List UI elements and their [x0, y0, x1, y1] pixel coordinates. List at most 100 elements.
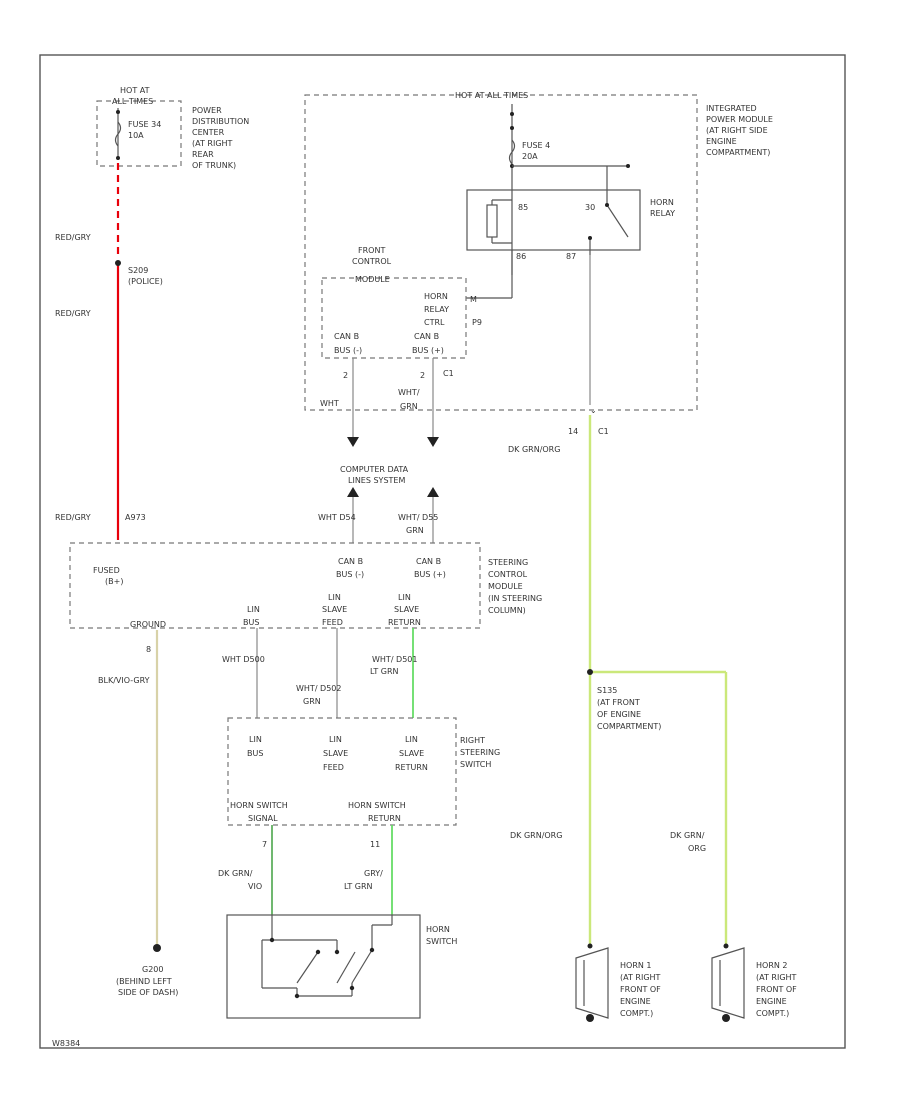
cds-line-2: LINES SYSTEM — [348, 476, 405, 485]
diagram-code: W8384 — [52, 1039, 80, 1048]
a973-label: A973 — [125, 513, 146, 522]
relay-contact-pivot — [605, 203, 609, 207]
dk-grn-org-label-2: DK GRN/ORG — [510, 831, 562, 840]
scm-ground: GROUND — [130, 620, 166, 629]
pdc-fuse-bottom-dot — [116, 156, 120, 160]
pdc-fuse-top-dot — [116, 110, 120, 114]
ipm-outline — [304, 94, 698, 411]
hs-dot-2 — [315, 949, 321, 955]
dk-grn-vio-1: DK GRN/ — [218, 869, 253, 878]
hs-dot-5 — [349, 985, 355, 991]
hs-dot-3 — [334, 949, 340, 955]
horn-1: HORN 1 (AT RIGHT FRONT OF ENGINE COMPT.) — [575, 943, 663, 1022]
g200-label: G200 — [142, 965, 163, 974]
relay-pin-87: 87 — [566, 252, 576, 261]
fcm-pin-c1: C1 — [443, 369, 454, 378]
red-gry-wire: RED/GRY S209 (POLICE) RED/GRY RED/GRY A9… — [55, 163, 163, 540]
computer-data-lines-system: COMPUTER DATA LINES SYSTEM WHT D54 WHT/ … — [318, 465, 439, 543]
dk-grn-org-label-3a: DK GRN/ — [670, 831, 705, 840]
red-gry-label-2: RED/GRY — [55, 309, 91, 318]
horn2-body — [711, 947, 745, 1019]
rss-lin-feed-1: LIN — [329, 735, 342, 744]
scm-lin-feed-3: FEED — [322, 618, 343, 627]
horn-switch-box — [226, 914, 421, 1019]
hs-dot-1 — [269, 937, 275, 943]
rss-lin-return-2: SLAVE — [399, 749, 424, 758]
fcm-canb-plus: CAN B BUS (+) — [412, 332, 444, 355]
rss-horn-return-2: RETURN — [368, 814, 401, 823]
splice-s209-dot — [115, 260, 121, 266]
ipm-fuse-amps: 20A — [522, 152, 538, 161]
scm-fused-1: FUSED — [93, 566, 120, 575]
cds-arrow-right — [427, 487, 439, 497]
pdc-hot-label: HOT AT — [120, 86, 150, 95]
ipm-name: INTEGRATED POWER MODULE (AT RIGHT SIDE E… — [706, 104, 775, 157]
power-distribution-center: HOT AT ALL TIMES FUSE 34 10A POWER DISTR… — [96, 86, 252, 170]
scm-fused-2: (B+) — [105, 577, 123, 586]
cds-wht-d54: WHT D54 — [318, 513, 356, 522]
horn-relay-name-1: HORN — [650, 198, 674, 207]
scm-canb-plus-1: CAN B — [416, 557, 441, 566]
ipm-bus-dot-1 — [510, 112, 514, 116]
horn-switch-wires: 7 11 DK GRN/ VIO GRY/ LT GRN — [218, 825, 393, 915]
gry-lt-grn-2: LT GRN — [344, 882, 373, 891]
blk-vio-gry-label: BLK/VIO-GRY — [98, 676, 150, 685]
pdc-fuse-symbol — [114, 121, 122, 147]
fcm-pin-2a: 2 — [343, 371, 348, 380]
fcm-wire-wht-grn-2: GRN — [400, 402, 418, 411]
relay-pin-30: 30 — [585, 203, 595, 212]
ipm-bus-dot-2 — [510, 126, 514, 130]
s209-label: S209 — [128, 266, 148, 275]
scm-lin-return-2: SLAVE — [394, 605, 419, 614]
scm-canb-plus-2: BUS (+) — [414, 570, 446, 579]
wht-d502-label-2: GRN — [303, 697, 321, 706]
right-steering-switch: RIGHT STEERING SWITCH LIN BUS LIN SLAVE … — [227, 717, 503, 826]
hs-dot-6 — [369, 947, 375, 953]
scm-lin-bus-1: LIN — [247, 605, 260, 614]
s135-splice-dot — [587, 669, 593, 675]
rss-name: RIGHT STEERING SWITCH — [460, 736, 503, 769]
ipm-feed-end-dot — [626, 164, 630, 168]
horn2-top-dot — [723, 943, 729, 949]
relay-pin-86: 86 — [516, 252, 526, 261]
scm-lin-feed-2: SLAVE — [322, 605, 347, 614]
lin-wires: WHT D500 WHT/ D501 LT GRN WHT/ D502 GRN — [222, 628, 417, 718]
scm-lin-feed-1: LIN — [328, 593, 341, 602]
dk-grn-vio-2: VIO — [248, 882, 262, 891]
fcm-wire-wht: WHT — [320, 399, 339, 408]
horn1-top-dot — [587, 943, 593, 949]
pdc-name: POWER DISTRIBUTION CENTER (AT RIGHT REAR… — [192, 106, 252, 170]
rss-horn-signal-1: HORN SWITCH — [230, 801, 288, 810]
fcm-wire-wht-grn-1: WHT/ — [398, 388, 420, 397]
horn-switch: HORN SWITCH — [226, 914, 457, 1019]
fcm-pin-2b: 2 — [420, 371, 425, 380]
gry-lt-grn-1: GRY/ — [364, 869, 383, 878]
fcm-pin-p9: P9 — [472, 318, 482, 327]
g200-desc-2: SIDE OF DASH) — [118, 988, 178, 997]
horn-pin-7: 7 — [262, 840, 267, 849]
horn-relay-name-2: RELAY — [650, 209, 675, 218]
wht-d501-label-1: WHT/ D501 — [372, 655, 417, 664]
wht-d500-label: WHT D500 — [222, 655, 265, 664]
wht-d502-label-1: WHT/ D502 — [296, 684, 341, 693]
rss-horn-signal-2: SIGNAL — [248, 814, 278, 823]
cds-line-1: COMPUTER DATA — [340, 465, 409, 474]
feed-pin-14: 14 — [568, 427, 578, 436]
ipm-c1-connector-mark: ⌄ — [590, 406, 597, 415]
ipm-fuse-label: FUSE 4 — [522, 141, 550, 150]
g200-ground-dot — [153, 944, 161, 952]
steering-control-module: STEERING CONTROL MODULE (IN STEERING COL… — [69, 542, 542, 629]
rss-lin-return-3: RETURN — [395, 763, 428, 772]
dk-grn-org-label-3b: ORG — [688, 844, 706, 853]
scm-canb-minus-1: CAN B — [338, 557, 363, 566]
horn-2: HORN 2 (AT RIGHT FRONT OF ENGINE COMPT.) — [711, 943, 797, 1022]
diagram-frame — [39, 54, 846, 1049]
fcm-canb-minus: CAN B BUS (-) — [334, 332, 362, 355]
rss-lin-feed-3: FEED — [323, 763, 344, 772]
feed-c1: C1 — [598, 427, 609, 436]
horn1-name: HORN 1 (AT RIGHT FRONT OF ENGINE COMPT.) — [620, 961, 663, 1018]
g200-desc-1: (BEHIND LEFT — [116, 977, 172, 986]
rss-lin-bus-2: BUS — [247, 749, 263, 758]
hs-dot-4 — [294, 993, 300, 999]
